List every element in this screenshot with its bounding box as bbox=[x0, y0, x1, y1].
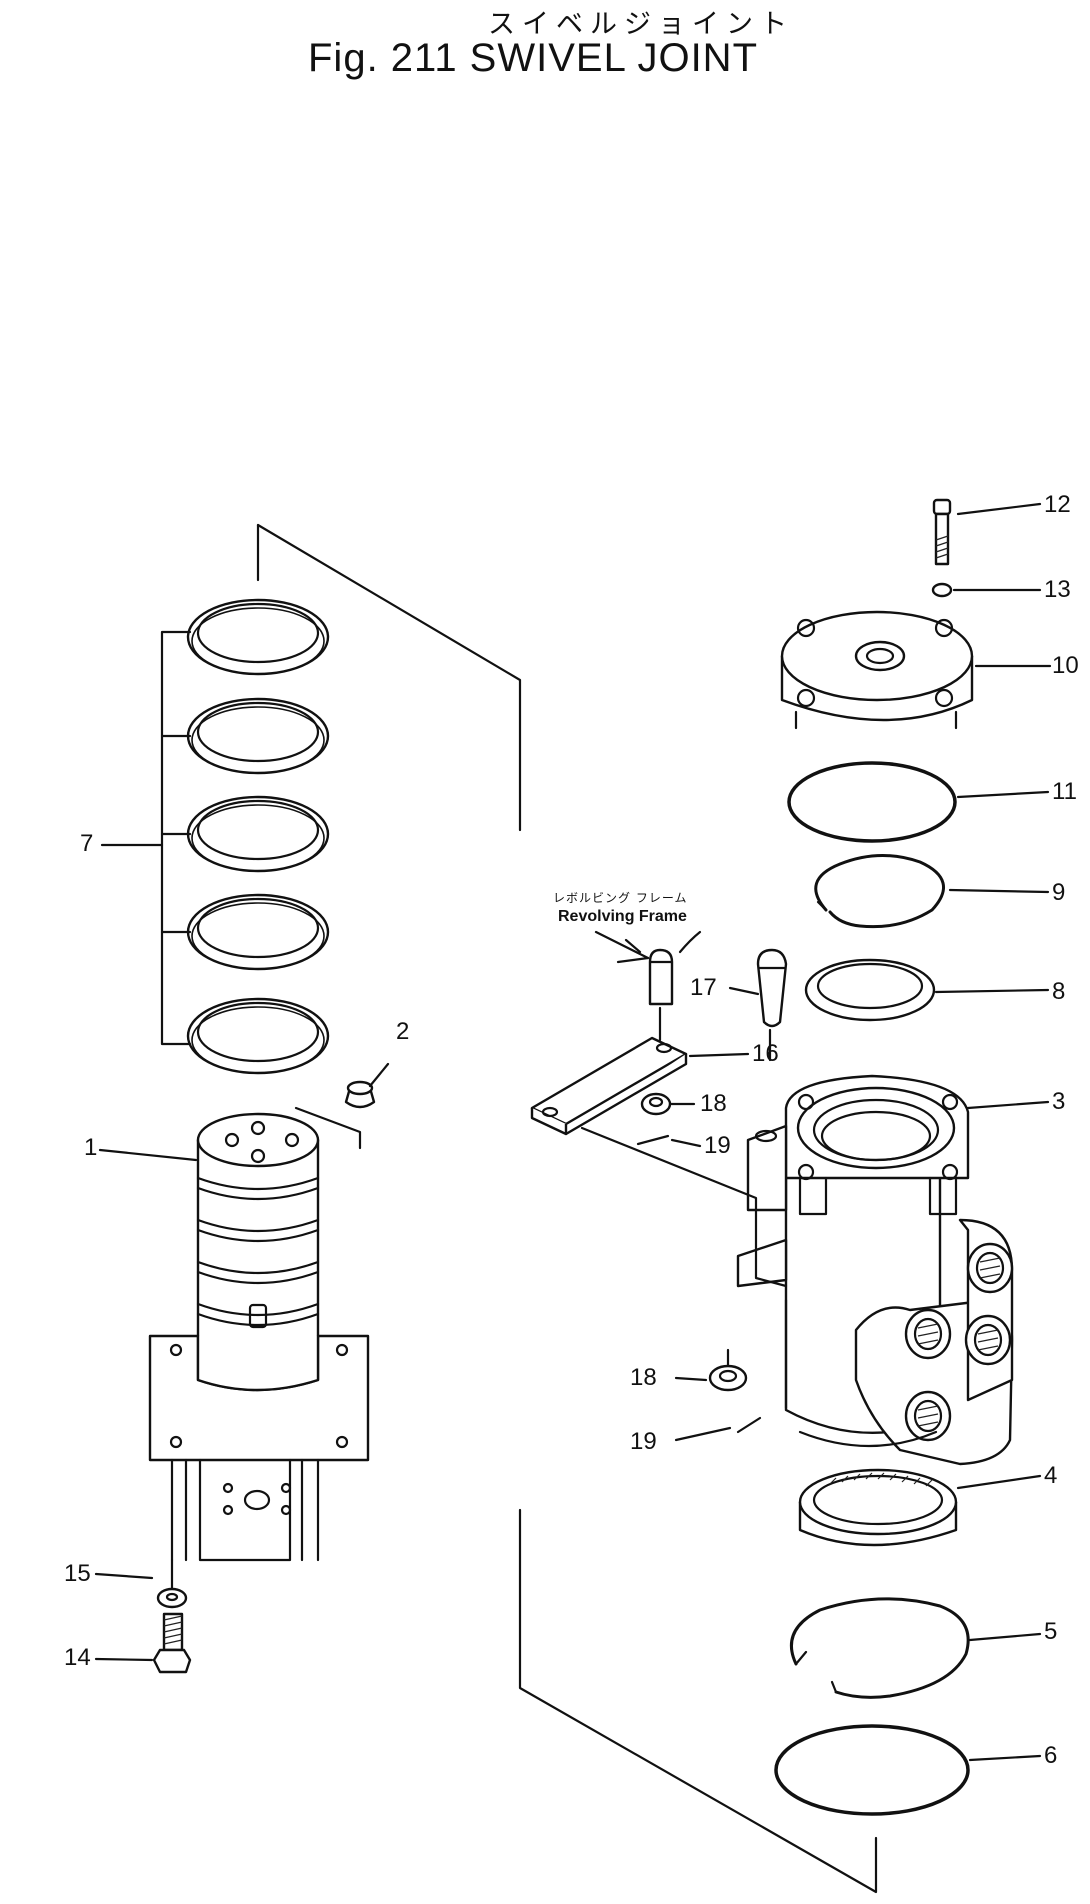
port-4 bbox=[904, 1390, 952, 1442]
callout-7: 7 bbox=[80, 830, 94, 857]
callout-3: 3 bbox=[1052, 1088, 1066, 1115]
washer-and-bolt bbox=[94, 1558, 192, 1674]
callout-18-lower: 18 bbox=[630, 1364, 657, 1391]
seal-ring-set bbox=[100, 598, 330, 1075]
callout-8: 8 bbox=[1052, 978, 1066, 1005]
callout-11: 11 bbox=[1052, 778, 1077, 805]
phantom-lines-right bbox=[518, 1508, 878, 1894]
callout-6: 6 bbox=[1044, 1742, 1058, 1769]
o-ring-lower bbox=[774, 1724, 1042, 1816]
swivel-housing bbox=[736, 1074, 1050, 1466]
nut-and-shim-upper bbox=[636, 1092, 702, 1148]
callout-10: 10 bbox=[1052, 652, 1079, 679]
callout-14: 14 bbox=[64, 1644, 91, 1671]
bearing bbox=[798, 1468, 1042, 1547]
revolving-frame-note: Revolving Frame bbox=[558, 908, 687, 925]
cover-plate bbox=[780, 610, 1052, 730]
seal-ring-4 bbox=[186, 893, 330, 971]
port-3 bbox=[964, 1314, 1012, 1366]
cover-bolt bbox=[931, 498, 1042, 598]
leader-1 bbox=[98, 1148, 198, 1162]
o-ring-large bbox=[787, 761, 1050, 843]
callout-18-upper: 18 bbox=[700, 1090, 727, 1117]
revolving-frame-note-japanese: レボルビング フレーム bbox=[553, 891, 688, 905]
snap-ring-lower bbox=[790, 1597, 1042, 1699]
port-2 bbox=[904, 1308, 952, 1360]
seal-ring-5 bbox=[186, 997, 330, 1075]
nut-and-shim-lower bbox=[674, 1348, 762, 1442]
callout-19-lower: 19 bbox=[630, 1428, 657, 1455]
callout-5: 5 bbox=[1044, 1618, 1058, 1645]
callout-19-upper: 19 bbox=[704, 1132, 731, 1159]
seal-ring-3 bbox=[186, 795, 330, 873]
snap-ring-upper bbox=[814, 854, 1050, 929]
callout-12: 12 bbox=[1044, 491, 1071, 518]
callout-1: 1 bbox=[84, 1134, 98, 1161]
plug bbox=[344, 1062, 390, 1109]
callout-2: 2 bbox=[396, 1018, 410, 1045]
backup-ring bbox=[804, 958, 1050, 1022]
callout-16: 16 bbox=[752, 1040, 779, 1067]
phantom-lines-left bbox=[256, 523, 522, 832]
figure-title: Fig. 211 SWIVEL JOINT bbox=[308, 36, 759, 80]
callout-9: 9 bbox=[1052, 879, 1066, 906]
callout-13: 13 bbox=[1044, 576, 1071, 603]
seal-ring-2 bbox=[186, 697, 330, 775]
swivel-rotor bbox=[148, 1106, 370, 1562]
figure-title-japanese: スイベルジョイント bbox=[488, 9, 794, 40]
port-1 bbox=[966, 1242, 1014, 1294]
stopper-and-pin bbox=[530, 930, 788, 1288]
callout-4: 4 bbox=[1044, 1462, 1058, 1489]
seal-ring-1 bbox=[186, 598, 330, 676]
callout-15: 15 bbox=[64, 1560, 91, 1587]
callout-17: 17 bbox=[690, 974, 717, 1001]
